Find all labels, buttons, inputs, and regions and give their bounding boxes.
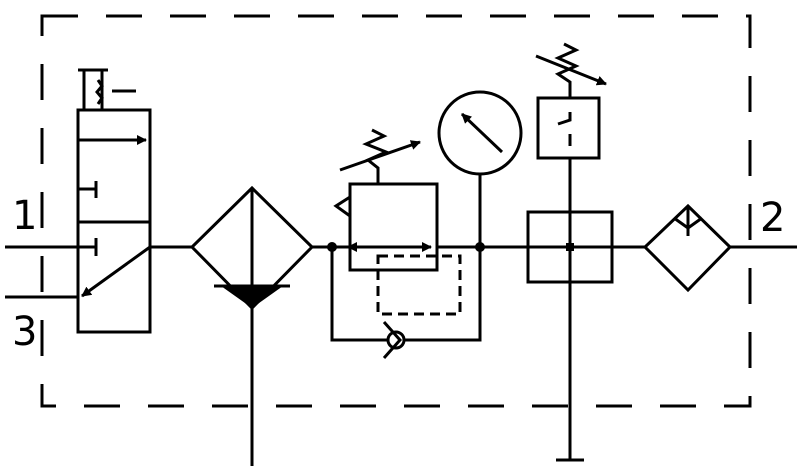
pressure-regulator xyxy=(333,128,462,316)
port-label-2: 2 xyxy=(760,195,785,241)
distribution-block xyxy=(526,210,614,462)
shutoff-valve xyxy=(76,68,152,334)
pressure-switch xyxy=(535,42,607,212)
junction-dot-left xyxy=(327,242,337,252)
port-label-3: 3 xyxy=(12,309,37,355)
enclosure-boundary xyxy=(40,14,752,408)
filter xyxy=(189,185,315,466)
lubricator xyxy=(642,203,733,293)
check-valve xyxy=(330,247,482,359)
pressure-gauge xyxy=(437,90,523,247)
port-label-1: 1 xyxy=(12,193,37,239)
